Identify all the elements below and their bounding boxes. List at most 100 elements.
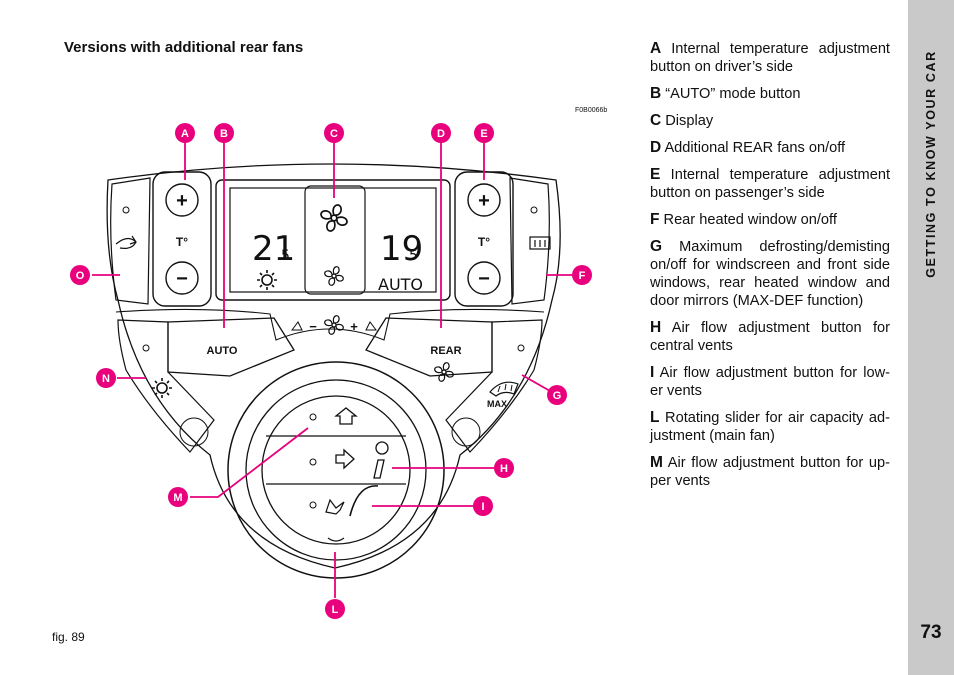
callout-g: G bbox=[547, 385, 567, 405]
rear-window-led bbox=[530, 206, 538, 214]
upper-vent-button[interactable] bbox=[309, 407, 358, 425]
legend-item-d: D Additional REAR fans on/off bbox=[650, 139, 846, 156]
callout-e: E bbox=[474, 123, 494, 143]
svg-text:I: I bbox=[481, 501, 484, 513]
display-fan-icon bbox=[320, 204, 348, 232]
fan-speed-icon bbox=[324, 315, 344, 335]
left-temp-plus-button[interactable] bbox=[165, 183, 199, 217]
max-label: MAX bbox=[487, 399, 507, 409]
callout-lines bbox=[92, 143, 572, 598]
fan-plus-label: + bbox=[350, 319, 358, 334]
svg-text:N: N bbox=[102, 373, 110, 385]
callout-d: D bbox=[431, 123, 451, 143]
max-def-icon bbox=[489, 381, 519, 397]
panel-housing bbox=[106, 163, 561, 569]
legend-item-b: B “AUTO” mode button bbox=[650, 85, 801, 102]
seat-icon bbox=[349, 485, 379, 517]
legend-item-c: C Display bbox=[650, 112, 714, 129]
legend-item-e: E Internal temperature adjustment button… bbox=[650, 166, 891, 201]
rear-fan-icon bbox=[434, 362, 454, 382]
auto-label: AUTO bbox=[207, 345, 238, 357]
recirculation-icon bbox=[115, 235, 137, 249]
legend-item-g: G Maximum defrosting/demisting on/off fo… bbox=[650, 238, 890, 309]
left-knob-cap bbox=[179, 417, 209, 447]
ac-button[interactable] bbox=[117, 319, 215, 453]
recirculation-button[interactable] bbox=[110, 177, 151, 305]
page-number: 73 bbox=[920, 622, 942, 643]
display-fan-small-icon bbox=[324, 266, 344, 286]
display: 21 5 19 5 AUTO bbox=[215, 179, 451, 301]
svg-text:L: L bbox=[332, 604, 339, 616]
svg-text:F: F bbox=[579, 270, 586, 282]
recirculation-led bbox=[122, 206, 130, 214]
section-title: Versions with additional rear fans bbox=[64, 39, 304, 56]
fan-speed-ring[interactable] bbox=[227, 361, 445, 579]
rear-label: REAR bbox=[430, 345, 461, 357]
left-minus-label: − bbox=[176, 268, 188, 290]
legend-item-f: F Rear heated window on/off bbox=[650, 211, 837, 228]
right-minus-label: − bbox=[478, 268, 490, 290]
svg-text:E: E bbox=[480, 128, 487, 140]
max-def-button[interactable] bbox=[445, 319, 543, 453]
svg-text:C: C bbox=[330, 128, 338, 140]
figure-code: F0B0066b bbox=[575, 107, 608, 114]
display-mode: AUTO bbox=[378, 275, 423, 294]
central-vent-button[interactable] bbox=[309, 441, 389, 479]
sidebar-band bbox=[908, 0, 954, 675]
right-plus-label: + bbox=[478, 190, 490, 212]
svg-text:B: B bbox=[220, 128, 228, 140]
arrow-up-icon bbox=[334, 407, 358, 425]
rear-window-button[interactable] bbox=[509, 177, 550, 305]
callout-m: M bbox=[168, 487, 188, 507]
display-right-decimal: 5 bbox=[409, 248, 418, 264]
panel-inner-outline bbox=[115, 308, 545, 341]
chapter-title: GETTING TO KNOW YOUR CAR bbox=[924, 50, 938, 278]
legend: A Internal temperature adjustment button… bbox=[640, 40, 890, 499]
right-temp-minus-button[interactable] bbox=[467, 261, 501, 295]
svg-text:O: O bbox=[76, 270, 85, 282]
ac-led bbox=[142, 344, 150, 352]
legend-item-i: I Air flow adjustment button for low- er… bbox=[650, 364, 891, 399]
svg-text:G: G bbox=[553, 390, 562, 402]
callout-c: C bbox=[324, 123, 344, 143]
callout-o: O bbox=[70, 265, 90, 285]
legend-item-l: L Rotating slider for air capacity ad- j… bbox=[650, 409, 890, 444]
svg-text:D: D bbox=[437, 128, 445, 140]
display-ac-icon bbox=[256, 269, 278, 291]
left-plus-label: + bbox=[176, 190, 188, 212]
callout-n: N bbox=[96, 368, 116, 388]
callout-l: L bbox=[325, 599, 345, 619]
occupant-head-icon bbox=[375, 441, 389, 455]
display-left-temp: 21 bbox=[252, 229, 295, 269]
rear-fan-button[interactable] bbox=[365, 317, 493, 377]
ring-grip bbox=[327, 537, 345, 542]
right-temp-unit: T° bbox=[478, 235, 490, 249]
fan-speed-indicator: − + bbox=[291, 315, 377, 335]
max-def-led bbox=[517, 344, 525, 352]
display-right-temp: 19 bbox=[380, 229, 423, 269]
legend-item-m: M Air flow adjustment button for up- per… bbox=[650, 454, 891, 489]
climate-control-diagram: + T° − + T° − 21 5 19 5 AUTO AUTO REAR −… bbox=[70, 123, 592, 619]
svg-text:H: H bbox=[500, 463, 508, 475]
svg-text:A: A bbox=[181, 128, 189, 140]
right-temp-control: + T° − bbox=[454, 171, 514, 307]
vent-button-bezel bbox=[261, 395, 411, 545]
vent-dividers bbox=[266, 435, 406, 485]
right-temp-plus-button[interactable] bbox=[467, 183, 501, 217]
lower-vent-button[interactable] bbox=[309, 485, 379, 517]
svg-text:M: M bbox=[173, 492, 182, 504]
fan-ring-inner bbox=[245, 379, 427, 561]
legend-item-a: A Internal temperature adjustment button… bbox=[650, 40, 890, 75]
left-temp-minus-button[interactable] bbox=[165, 261, 199, 295]
arrow-down-left-icon bbox=[325, 498, 345, 515]
right-knob-cap bbox=[451, 417, 481, 447]
callout-a: A bbox=[175, 123, 195, 143]
fan-minus-label: − bbox=[309, 319, 317, 334]
rear-window-icon bbox=[529, 236, 551, 250]
left-temp-control: + T° − bbox=[152, 171, 212, 307]
occupant-body-icon bbox=[373, 459, 385, 479]
callout-h: H bbox=[494, 458, 514, 478]
ac-icon bbox=[151, 377, 173, 399]
callout-b: B bbox=[214, 123, 234, 143]
arrow-right-icon bbox=[335, 448, 355, 470]
